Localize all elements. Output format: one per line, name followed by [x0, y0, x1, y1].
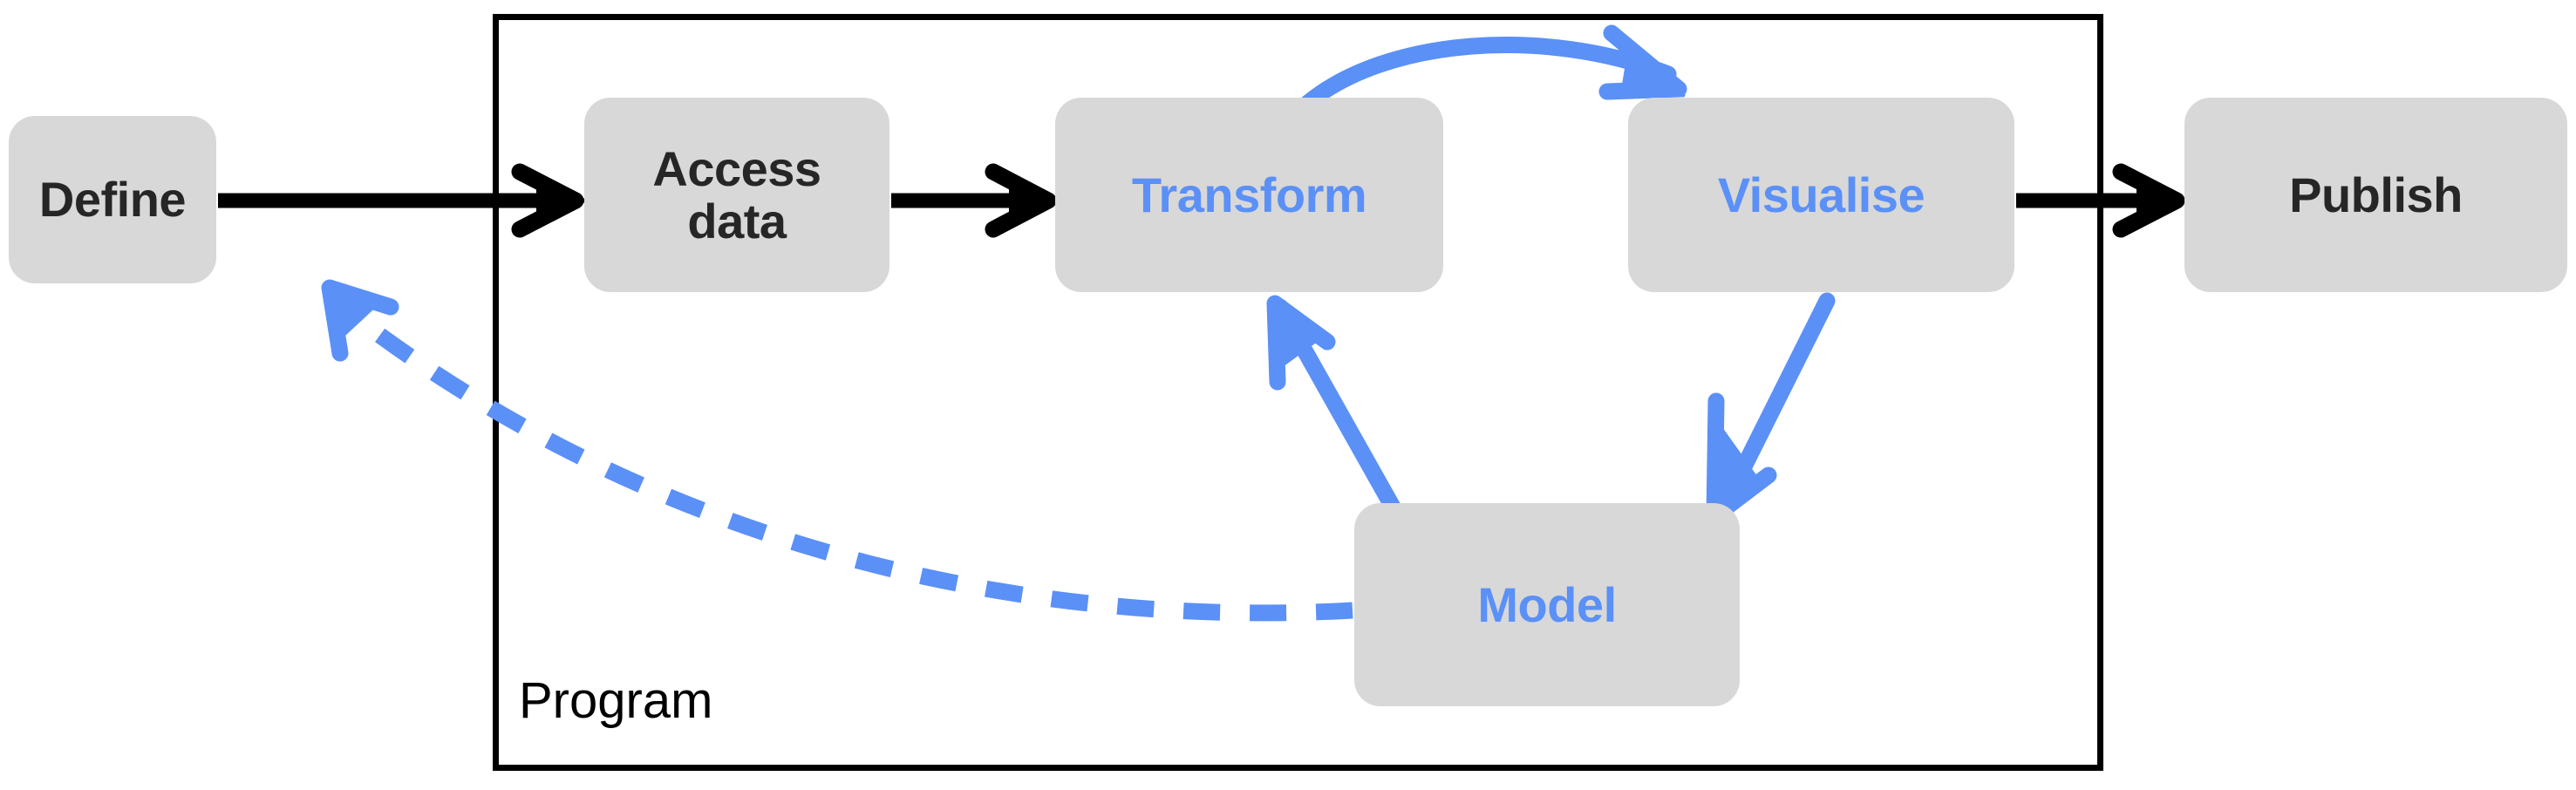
node-publish[interactable]: Publish [2184, 98, 2567, 292]
node-model-label: Model [1477, 576, 1617, 632]
node-access-data-label: Access data [652, 141, 821, 249]
node-visualise[interactable]: Visualise [1628, 98, 2014, 292]
node-visualise-label: Visualise [1717, 167, 1925, 222]
node-access-data[interactable]: Access data [584, 98, 889, 292]
node-define-label: Define [38, 172, 187, 228]
node-define[interactable]: Define [9, 116, 216, 283]
program-container-label: Program [519, 672, 713, 729]
node-transform-label: Transform [1131, 167, 1367, 222]
node-transform[interactable]: Transform [1055, 98, 1443, 292]
node-publish-label: Publish [2289, 167, 2463, 222]
node-model[interactable]: Model [1354, 503, 1740, 706]
